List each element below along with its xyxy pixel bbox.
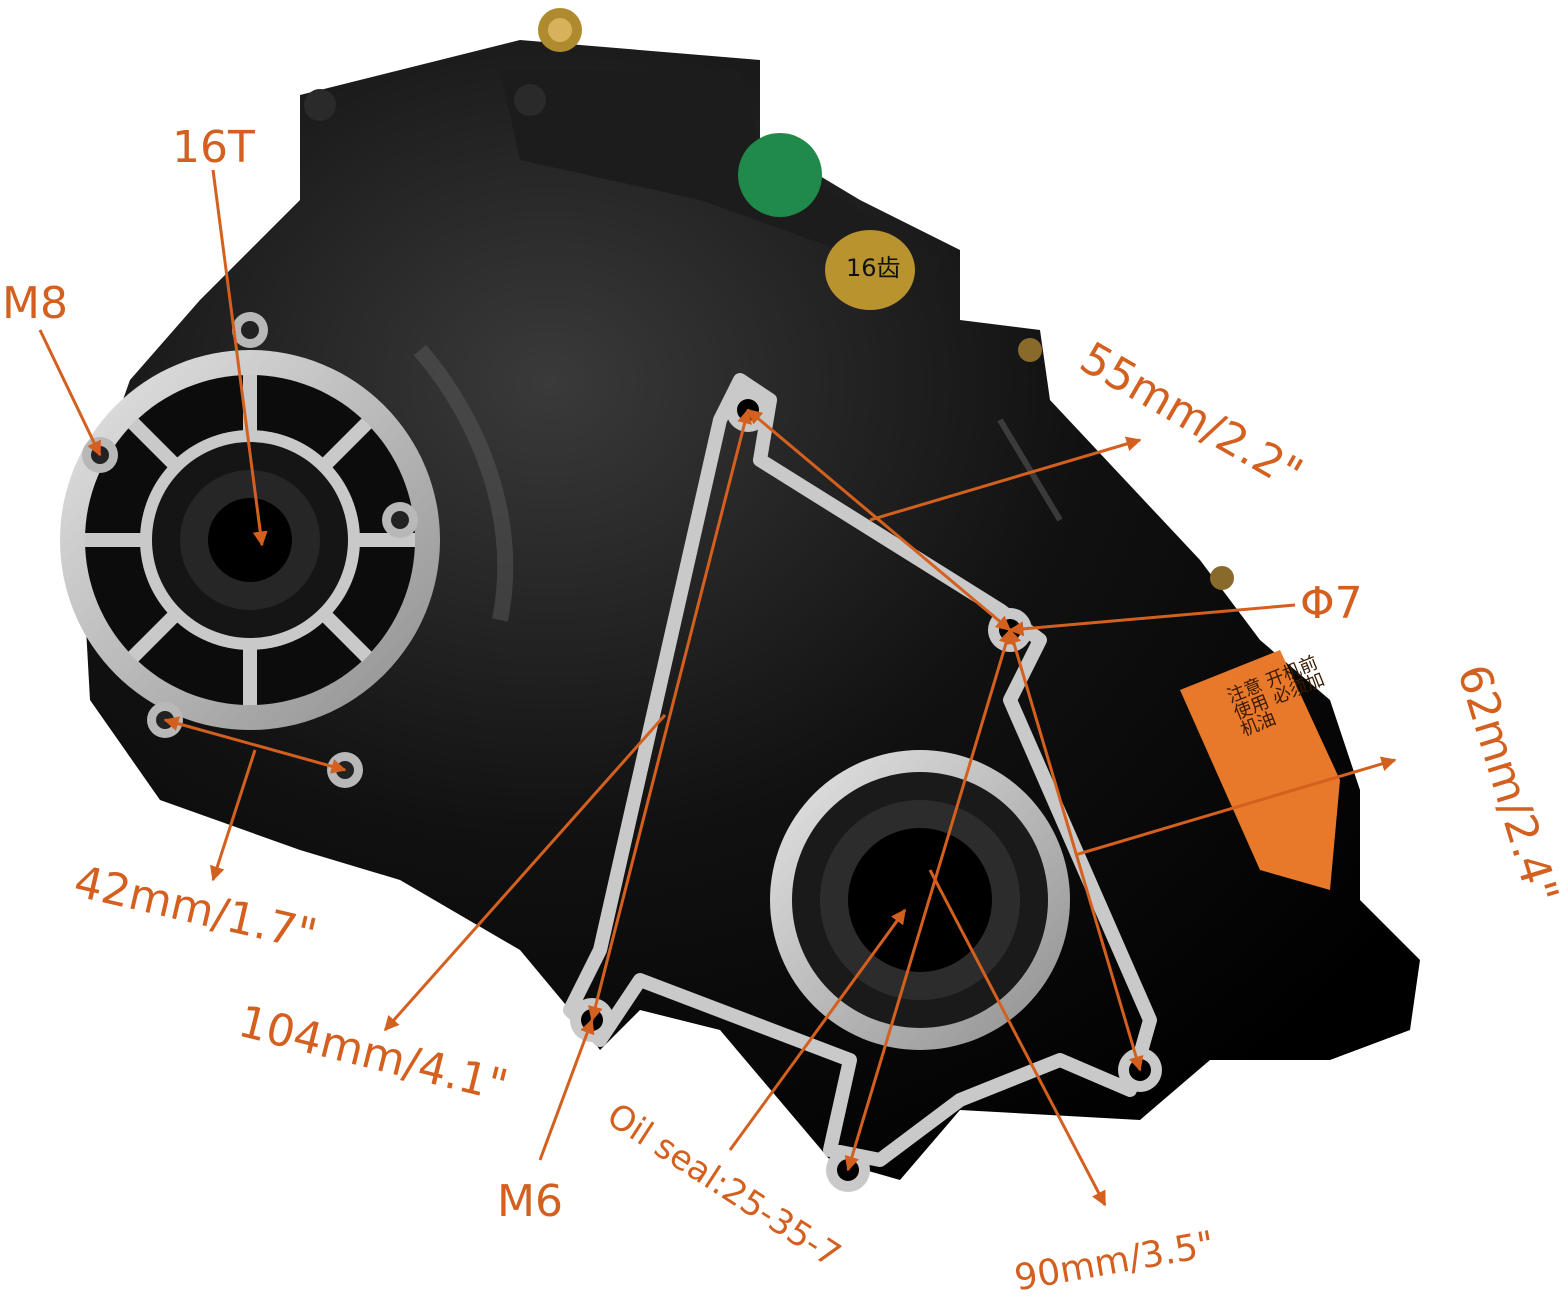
arrow-m8 xyxy=(38,329,102,457)
label-16t: 16T xyxy=(172,122,255,173)
arrow-16t xyxy=(211,169,268,547)
label-m6: M6 xyxy=(497,1176,563,1227)
arrow-104mm xyxy=(588,408,752,1022)
arrow-104mm-leader xyxy=(383,714,667,1032)
arrow-62mm-leader xyxy=(1074,756,1397,857)
label-phi7: Φ7 xyxy=(1300,578,1363,629)
arrow-55mm-leader xyxy=(869,436,1142,522)
gear-badge-decal xyxy=(738,133,915,310)
arrow-90mm xyxy=(844,628,1014,1172)
annotation-arrows xyxy=(38,169,1397,1207)
gear-badge-text: 16齿 xyxy=(846,254,901,282)
arrow-55mm xyxy=(746,408,1012,632)
arrow-phi7 xyxy=(1008,603,1296,637)
input-flange xyxy=(60,312,440,788)
arrow-42mm xyxy=(163,716,347,774)
gearbox-illustration xyxy=(38,8,1420,1207)
arrow-42mm-leader xyxy=(210,749,257,882)
warning-decal xyxy=(1180,650,1340,890)
label-m8: M8 xyxy=(2,278,68,329)
arrow-m6 xyxy=(538,1018,595,1161)
arrow-62mm xyxy=(1006,628,1144,1072)
product-photo: 16T M8 42mm/1.7" 104mm/4.1" M6 Oil seal:… xyxy=(2,8,1568,1299)
